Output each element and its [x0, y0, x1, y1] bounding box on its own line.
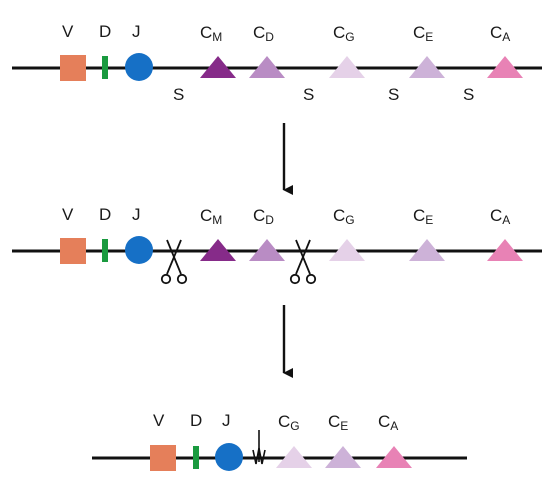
cd-label: CD	[253, 23, 274, 44]
ca-label: CA	[490, 206, 510, 227]
cg-label: CG	[333, 23, 355, 44]
cg-constant-region	[329, 239, 365, 261]
cm-label: CM	[200, 23, 222, 44]
ca-label: CA	[490, 23, 510, 44]
cleavage-step: V D J CM CD CG CE CA	[12, 205, 542, 285]
d-segment	[193, 446, 199, 469]
j-segment	[125, 53, 153, 81]
d-label: D	[190, 411, 202, 430]
scissors-icon	[289, 239, 317, 285]
v-label: V	[153, 411, 165, 430]
j-segment	[215, 443, 243, 471]
cm-label: CM	[200, 206, 222, 227]
ce-label: CE	[413, 206, 433, 227]
ca-constant-region	[487, 56, 523, 78]
v-segment	[60, 238, 86, 264]
ca-constant-region	[376, 446, 412, 468]
cd-constant-region	[249, 239, 285, 261]
j-segment	[125, 236, 153, 264]
ca-label: CA	[378, 412, 398, 433]
cm-constant-region	[200, 56, 236, 78]
switch-region-s-alpha: S	[463, 85, 474, 104]
cg-constant-region	[276, 446, 312, 468]
v-label: V	[62, 22, 74, 41]
v-label: V	[62, 205, 74, 224]
ca-constant-region	[487, 239, 523, 261]
d-segment	[102, 56, 108, 79]
scissors-icon	[160, 239, 188, 285]
cd-label: CD	[253, 206, 274, 227]
ce-constant-region	[325, 446, 361, 468]
v-segment	[60, 55, 86, 81]
j-label: J	[132, 205, 141, 224]
j-label: J	[132, 22, 141, 41]
ce-constant-region	[409, 56, 445, 78]
switch-region-s-gamma: S	[303, 85, 314, 104]
cg-label: CG	[333, 206, 355, 227]
d-label: D	[99, 22, 111, 41]
recombination-junction-icon	[252, 430, 266, 465]
cg-constant-region	[329, 56, 365, 78]
switch-region-s-mu: S	[173, 85, 184, 104]
cm-constant-region	[200, 239, 236, 261]
j-label: J	[222, 411, 231, 430]
d-segment	[102, 239, 108, 262]
d-label: D	[99, 205, 111, 224]
ce-label: CE	[328, 412, 348, 433]
switch-region-s-epsilon: S	[388, 85, 399, 104]
v-segment	[150, 445, 176, 471]
germline-locus: V D J CM CD CG CE CA S S S S	[12, 22, 542, 104]
cd-constant-region	[249, 56, 285, 78]
ce-label: CE	[413, 23, 433, 44]
switched-locus: V D J CG CE CA	[92, 411, 467, 471]
cg-label: CG	[278, 412, 300, 433]
ce-constant-region	[409, 239, 445, 261]
